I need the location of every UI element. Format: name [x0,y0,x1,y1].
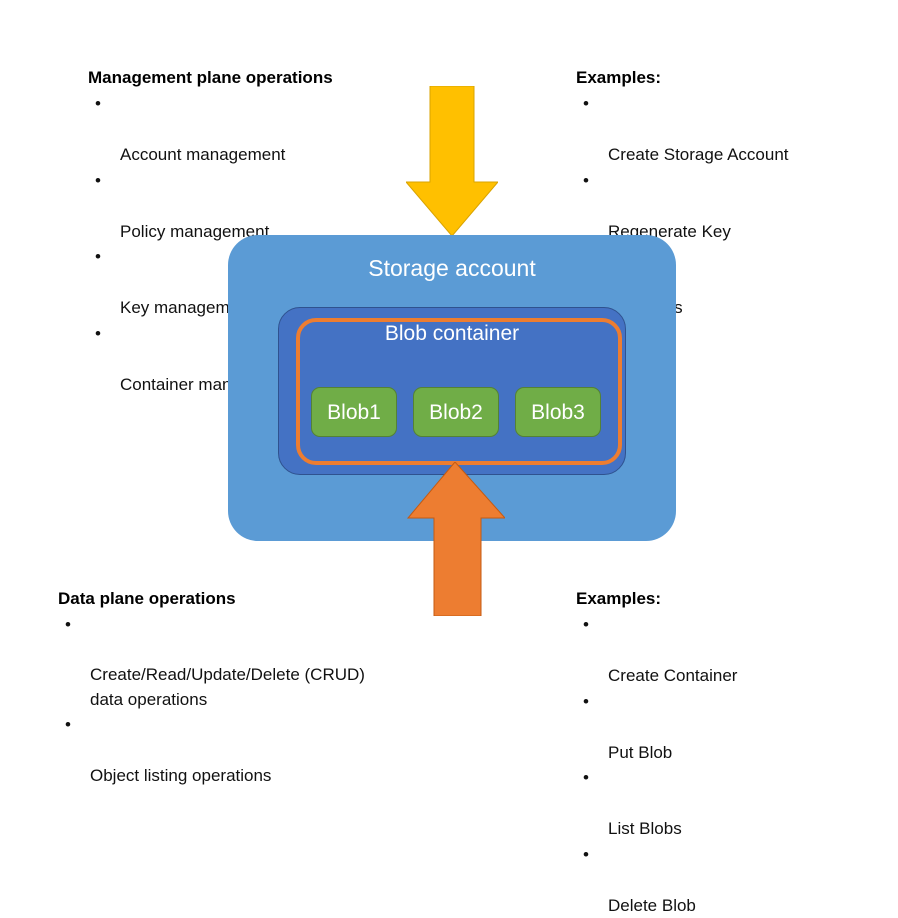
list-item: • Create/Read/Update/Delete (CRUD) data … [58,612,365,712]
management-plane-arrow-icon [406,86,498,236]
diagram-canvas: Management plane operations • Account ma… [0,0,898,720]
blob-label: Blob1 [327,402,381,423]
blob-box: Blob2 [413,387,499,437]
list-item-label: List Blobs [608,819,682,838]
data-plane-arrow-icon [405,462,505,616]
list-item: • Object listing operations [58,712,365,789]
list-item-label: Put Blob [608,743,672,762]
blob-container-label: Blob container [279,320,625,348]
data-plane-block: Data plane operations • Create/Read/Upda… [58,587,365,789]
list-item-label: Create/Read/Update/Delete (CRUD) data op… [90,665,365,709]
list-item: • Create Container [576,612,737,689]
list-item-label: Account management [120,145,285,164]
management-examples-title: Examples: [576,66,789,90]
list-item: • Policy management [88,168,333,245]
bullet-icon: • [95,244,101,270]
blob-label: Blob3 [531,402,585,423]
storage-account-label: Storage account [228,253,676,283]
list-item: • Delete Blob [576,842,737,918]
list-item-label: Create Storage Account [608,145,789,164]
data-examples-block: Examples: • Create Container • Put Blob … [576,587,737,918]
data-plane-list: • Create/Read/Update/Delete (CRUD) data … [58,612,365,789]
blob-box: Blob3 [515,387,601,437]
list-item: • Create Storage Account [576,91,789,168]
bullet-icon: • [65,712,71,738]
bullet-icon: • [583,765,589,791]
list-item-label: Delete Blob [608,896,696,915]
data-examples-title: Examples: [576,587,737,611]
blob-label: Blob2 [429,402,483,423]
list-item: • Put Blob [576,689,737,766]
bullet-icon: • [583,91,589,117]
bullet-icon: • [583,168,589,194]
list-item-label: Object listing operations [90,766,271,785]
bullet-icon: • [583,689,589,715]
bullet-icon: • [65,612,71,638]
data-plane-title: Data plane operations [58,587,365,611]
bullet-icon: • [95,168,101,194]
blob-row: Blob1 Blob2 Blob3 [311,387,603,437]
bullet-icon: • [95,91,101,117]
list-item-label: Create Container [608,666,737,685]
data-examples-list: • Create Container • Put Blob • List Blo… [576,612,737,918]
blob-box: Blob1 [311,387,397,437]
bullet-icon: • [583,842,589,868]
list-item: • List Blobs [576,765,737,842]
bullet-icon: • [95,321,101,347]
list-item: • Regenerate Key [576,168,789,245]
management-plane-title: Management plane operations [88,66,333,90]
list-item: • Account management [88,91,333,168]
bullet-icon: • [583,612,589,638]
